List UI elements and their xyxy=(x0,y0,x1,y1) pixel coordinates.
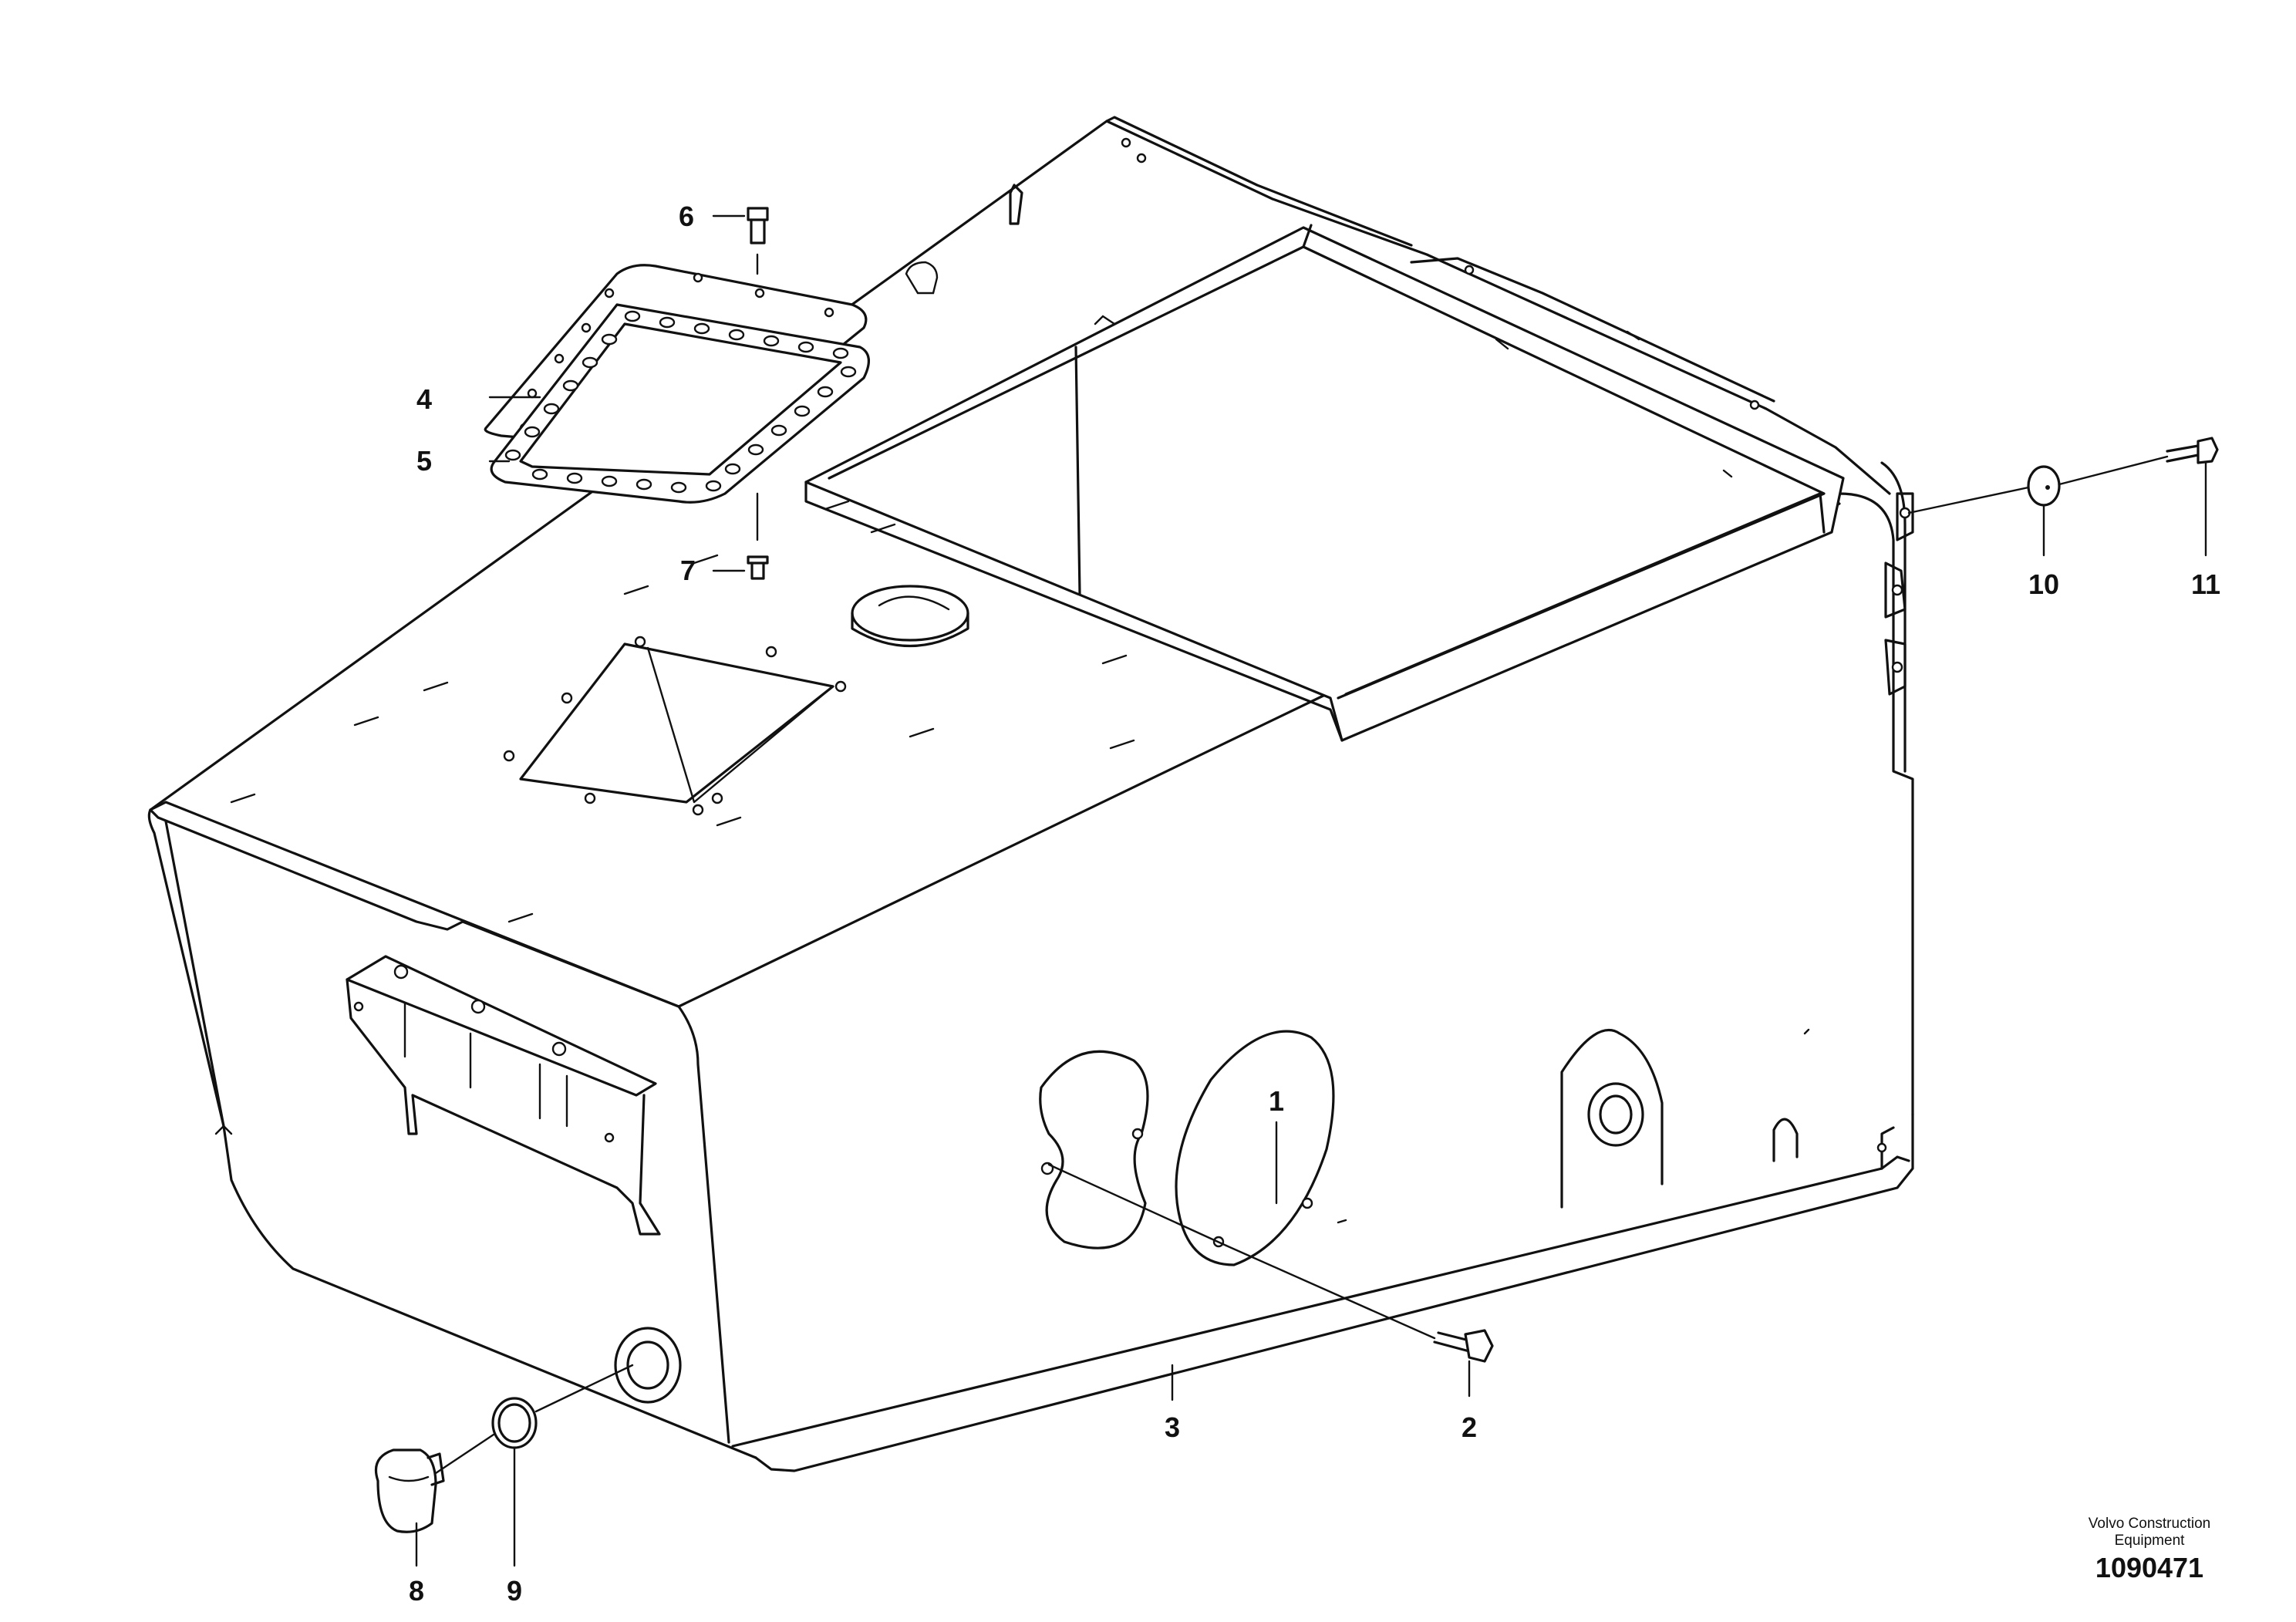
callout-3: 3 xyxy=(1165,1411,1180,1443)
seal-ring-part-9 xyxy=(491,1397,538,1449)
bolt-part-6 xyxy=(747,207,769,275)
plug-part-8 xyxy=(374,1448,445,1533)
manufacturer-name: Volvo Construction Equipment xyxy=(2057,1516,2242,1549)
leader-lines xyxy=(415,214,2207,1567)
bolt-part-11 xyxy=(2166,437,2219,464)
callout-8: 8 xyxy=(409,1575,424,1607)
manufacturer-name-line-1: Volvo Construction xyxy=(2088,1516,2211,1532)
callout-5: 5 xyxy=(416,445,432,477)
drawing-number: 1090471 xyxy=(2095,1552,2204,1583)
callout-10: 10 xyxy=(2028,568,2059,600)
callout-6: 6 xyxy=(679,201,694,232)
callout-11: 11 xyxy=(2191,568,2220,600)
manufacturer-name-line-2: Equipment xyxy=(2114,1533,2185,1549)
insert-part-7 xyxy=(747,492,769,580)
callout-9: 9 xyxy=(507,1575,522,1607)
callout-2: 2 xyxy=(1462,1411,1477,1443)
callout-7: 7 xyxy=(680,555,696,586)
gasket-part-5 xyxy=(490,303,870,504)
callout-labels: 1 2 3 4 5 6 7 8 9 10 11 xyxy=(409,201,2220,1607)
callout-1: 1 xyxy=(1269,1085,1284,1117)
cover-plate-part-1 xyxy=(1175,1030,1347,1266)
bolt-part-2 xyxy=(1433,1329,1494,1363)
washer-part-10 xyxy=(2027,465,2061,507)
callout-4: 4 xyxy=(416,383,432,415)
tank-body xyxy=(147,116,1914,1472)
